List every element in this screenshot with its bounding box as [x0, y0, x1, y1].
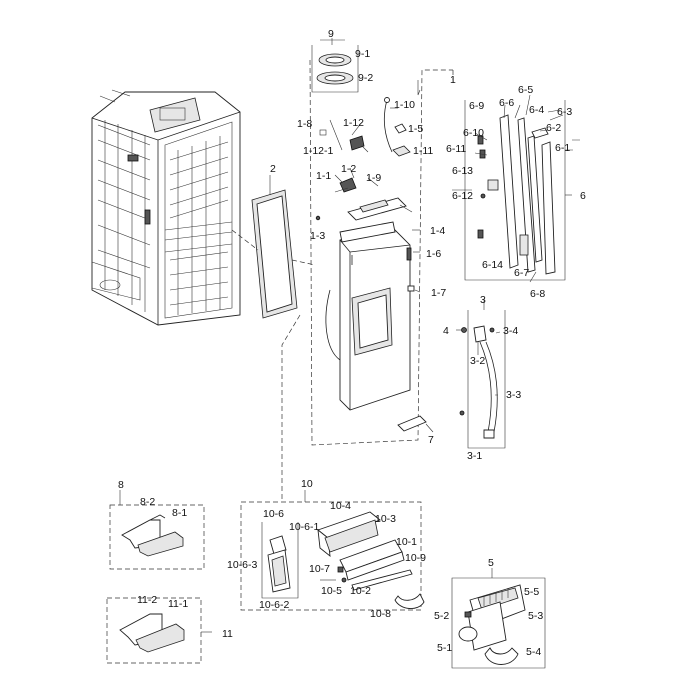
- label-10-6-3: 10-6-3: [227, 559, 258, 571]
- label-6-4: 6-4: [529, 104, 544, 116]
- label-9-2: 9-2: [358, 72, 373, 84]
- label-6-13: 6-13: [452, 165, 473, 177]
- label-6-6: 6-6: [499, 97, 514, 109]
- label-3-4: 3-4: [503, 325, 518, 337]
- label-4: 4: [443, 325, 449, 337]
- label-1-9: 1-9: [366, 172, 381, 184]
- label-10-9: 10-9: [405, 552, 426, 564]
- part-7-strip: [397, 415, 434, 433]
- door-assembly-outline: [281, 59, 454, 500]
- label-3: 3: [480, 294, 486, 306]
- label-6-14: 6-14: [482, 259, 503, 271]
- label-6-9: 6-9: [469, 100, 484, 112]
- label-8-1: 8-1: [172, 507, 187, 519]
- part-labels: 9 9-1 9-2 1 1-10 1-8 1-12 1-5 1-12-1 1-1…: [118, 28, 586, 658]
- label-1-1: 1-1: [316, 170, 331, 182]
- kit-11-frame: [106, 597, 212, 664]
- label-10-5: 10-5: [321, 585, 342, 597]
- label-6-8: 6-8: [530, 288, 545, 300]
- label-3-1: 3-1: [467, 450, 482, 462]
- label-1-3: 1-3: [310, 230, 325, 242]
- label-9: 9: [328, 28, 334, 40]
- label-6-2: 6-2: [546, 122, 561, 134]
- label-1: 1: [450, 74, 456, 86]
- refrigerator-cabinet: [91, 89, 241, 326]
- label-6-10: 6-10: [463, 127, 484, 139]
- label-6-3: 6-3: [557, 106, 572, 118]
- refrigerator-door: [325, 221, 411, 411]
- label-2: 2: [270, 163, 276, 175]
- label-6-1: 6-1: [555, 142, 570, 154]
- label-5: 5: [488, 557, 494, 569]
- kit-10-frame: [240, 490, 422, 611]
- label-11-2: 11-2: [137, 594, 157, 606]
- kit-8-frame: [109, 490, 205, 570]
- label-10-2: 10-2: [350, 585, 371, 597]
- label-6-12: 6-12: [452, 190, 473, 202]
- label-5-2: 5-2: [434, 610, 449, 622]
- label-5-4: 5-4: [526, 646, 541, 658]
- label-10-7: 10-7: [309, 563, 330, 575]
- label-1-12-1: 1-12-1: [303, 145, 334, 157]
- label-7: 7: [428, 434, 434, 446]
- label-10: 10: [301, 478, 313, 490]
- label-9-1: 9-1: [355, 48, 370, 60]
- label-5-1: 5-1: [437, 642, 452, 654]
- label-10-6-2: 10-6-2: [259, 599, 290, 611]
- label-3-3: 3-3: [506, 389, 521, 401]
- label-1-11: 1-11: [413, 145, 433, 157]
- label-10-4: 10-4: [330, 500, 351, 512]
- label-1-6: 1-6: [426, 248, 441, 260]
- label-1-4: 1-4: [430, 225, 445, 237]
- handle-kit-3: [456, 300, 506, 449]
- label-10-8: 10-8: [370, 608, 391, 620]
- kit-5-dispenser: [451, 568, 546, 669]
- label-6-11: 6-11: [446, 143, 466, 155]
- label-1-2: 1-2: [341, 163, 356, 175]
- leader-lines: [269, 80, 580, 396]
- label-1-5: 1-5: [408, 123, 423, 135]
- label-8-2: 8-2: [140, 496, 155, 508]
- label-1-7: 1-7: [431, 287, 446, 299]
- label-5-3: 5-3: [528, 610, 543, 622]
- door-top-parts: [315, 97, 415, 292]
- label-10-6-1: 10-6-1: [289, 521, 320, 533]
- label-1-12: 1-12: [343, 117, 364, 129]
- label-11: 11: [222, 628, 233, 640]
- label-6: 6: [580, 190, 586, 202]
- label-8: 8: [118, 479, 124, 491]
- label-10-3: 10-3: [375, 513, 396, 525]
- label-3-2: 3-2: [470, 355, 485, 367]
- label-11-1: 11-1: [168, 598, 188, 610]
- label-1-8: 1-8: [297, 118, 312, 130]
- label-5-5: 5-5: [524, 586, 539, 598]
- kit-9-frame: [311, 38, 359, 93]
- label-1-10: 1-10: [394, 99, 415, 111]
- label-6-5: 6-5: [518, 84, 533, 96]
- label-10-6: 10-6: [263, 508, 284, 520]
- part-cup-bracket: [394, 593, 425, 609]
- label-10-1: 10-1: [396, 536, 417, 548]
- label-6-7: 6-7: [514, 267, 529, 279]
- door-gasket: [231, 189, 316, 319]
